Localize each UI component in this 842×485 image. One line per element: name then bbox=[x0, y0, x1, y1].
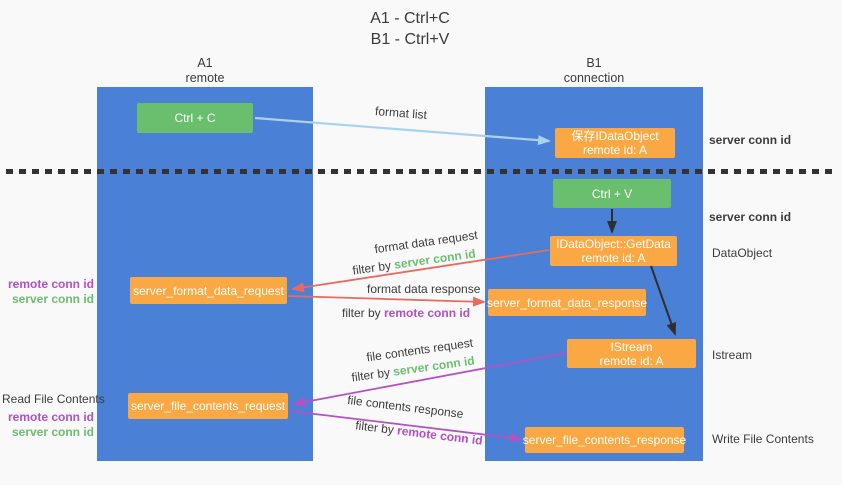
filter-prefix: filter by bbox=[342, 306, 385, 320]
remote-conn-id-label-file: remote conn id bbox=[7, 410, 94, 424]
format-data-response-arrow bbox=[287, 295, 486, 307]
filter-by-remote-conn-id-file-label: filter by remote conn id bbox=[355, 418, 484, 447]
format-data-response-label: format data response bbox=[367, 282, 481, 296]
dataobject-label: DataObject bbox=[712, 246, 773, 260]
left-column-name: A1 bbox=[197, 56, 213, 70]
filter-by-remote-conn-id-format-label: filter by remote conn id bbox=[342, 306, 470, 320]
server-format-data-response-label: server_format_data_response bbox=[486, 295, 648, 310]
remote-conn-id-label-format: remote conn id bbox=[7, 277, 94, 291]
getdata-line2: remote id: A bbox=[581, 251, 646, 265]
title-line-1: A1 - Ctrl+C bbox=[370, 10, 450, 27]
server-file-contents-request-label: server_file_contents_request bbox=[130, 399, 286, 413]
copy-paste-separator-line bbox=[6, 169, 836, 174]
left-column-header: A1 remote bbox=[97, 56, 313, 86]
server-file-contents-response-label: server_file_contents_response bbox=[522, 433, 687, 447]
format-list-label: format list bbox=[374, 103, 428, 123]
filter-prefix: filter by bbox=[354, 418, 399, 438]
remote-conn-id-highlight: remote conn id bbox=[396, 423, 484, 448]
ctrl-v-box: Ctrl + V bbox=[553, 179, 671, 208]
right-column-header: B1 connection bbox=[485, 56, 703, 86]
filter-prefix: filter by bbox=[351, 257, 396, 278]
istream-line1: IStream bbox=[610, 339, 653, 354]
filter-by-server-conn-id-format-label: filter by server conn id bbox=[352, 246, 477, 277]
right-column-name: B1 bbox=[586, 56, 602, 70]
filter-prefix: filter by bbox=[350, 364, 395, 385]
server-conn-id-label-file: server conn id bbox=[11, 425, 94, 439]
save-idataobject-line2: remote id: A bbox=[582, 143, 648, 157]
istream-line2: remote id: A bbox=[599, 353, 664, 368]
idataobject-getdata-box: IDataObject::GetData remote id: A bbox=[550, 236, 677, 266]
server-conn-id-label-top: server conn id bbox=[709, 133, 792, 147]
server-file-contents-request-box: server_file_contents_request bbox=[128, 393, 288, 419]
ctrl-v-label: Ctrl + V bbox=[591, 186, 633, 201]
ctrl-c-box: Ctrl + C bbox=[137, 103, 253, 133]
istream-side-label: Istream bbox=[712, 348, 753, 362]
server-format-data-response-box: server_format_data_response bbox=[486, 289, 648, 316]
server-format-data-request-box: server_format_data_request bbox=[130, 277, 287, 304]
server-conn-id-label-mid: server conn id bbox=[709, 210, 792, 224]
right-column-subtitle: connection bbox=[563, 71, 625, 85]
ctrl-c-label: Ctrl + C bbox=[174, 111, 216, 125]
file-contents-response-label: file contents response bbox=[346, 392, 465, 422]
file-conn-id-labels: Read File Contents remote conn id server… bbox=[2, 392, 105, 440]
save-idataobject-box: 保存IDataObject remote id: A bbox=[555, 128, 675, 158]
save-idataobject-line1: 保存IDataObject bbox=[571, 129, 659, 143]
read-file-contents-label: Read File Contents bbox=[2, 392, 105, 406]
server-file-contents-response-box: server_file_contents_response bbox=[522, 427, 687, 453]
remote-conn-id-highlight: remote conn id bbox=[384, 306, 471, 320]
title-line-2: B1 - Ctrl+V bbox=[370, 31, 450, 48]
server-format-data-request-label: server_format_data_request bbox=[133, 283, 284, 298]
getdata-line1: IDataObject::GetData bbox=[556, 237, 671, 251]
left-column-subtitle: remote bbox=[185, 71, 225, 85]
write-file-contents-label: Write File Contents bbox=[712, 432, 814, 446]
format-conn-id-labels: remote conn id server conn id bbox=[4, 277, 94, 307]
server-conn-id-label-format: server conn id bbox=[11, 292, 94, 306]
istream-box: IStream remote id: A bbox=[567, 339, 696, 368]
diagram-title: A1 - Ctrl+C B1 - Ctrl+V bbox=[300, 8, 520, 50]
